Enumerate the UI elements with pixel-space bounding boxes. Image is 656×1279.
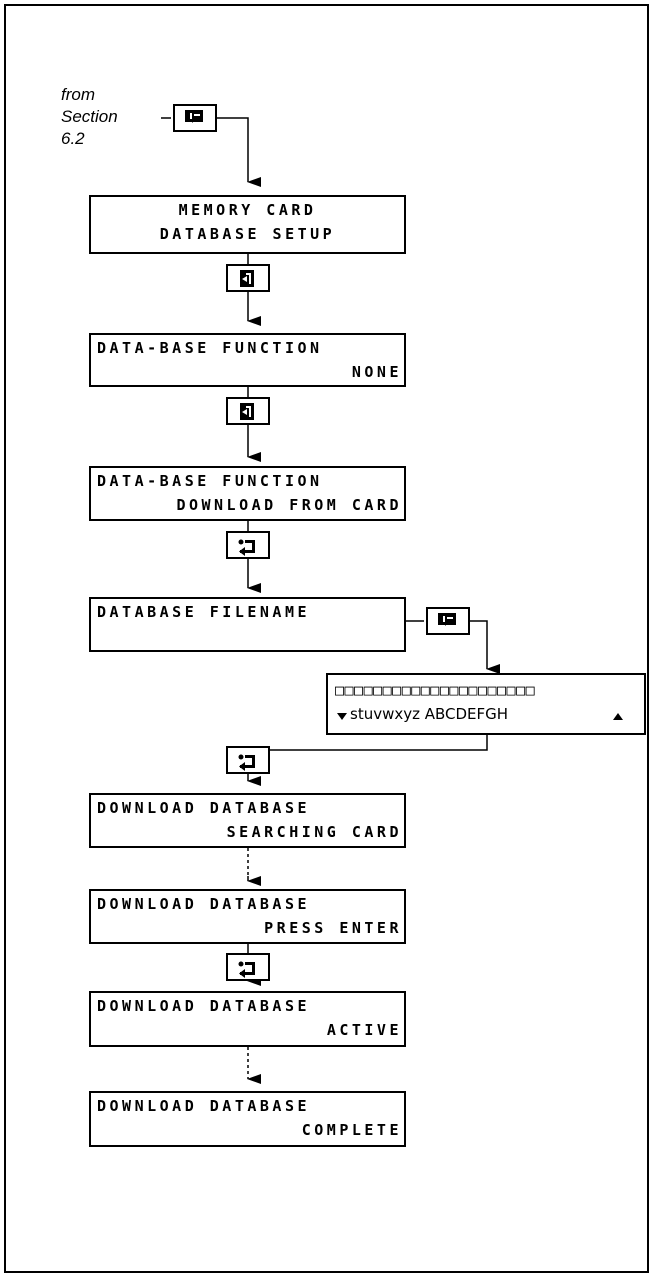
lcd-memory-card: MEMORY CARD DATABASE SETUP — [89, 195, 406, 254]
lcd-line-1: MEMORY CARD — [178, 201, 317, 219]
scroll-up-icon[interactable] — [613, 713, 623, 721]
lcd-active: DOWNLOAD DATABASE ACTIVE — [89, 991, 406, 1047]
section-note: from Section 6.2 — [61, 84, 118, 150]
arrow-to-searching — [247, 735, 488, 786]
enter-key-button[interactable] — [226, 531, 270, 559]
lcd-character-entry: □□□□□□□□□□□□□□□□□□□□□ stuvwxyz ABCDEFGH — [326, 673, 646, 735]
enter-key-button[interactable] — [226, 953, 270, 981]
edit-key-button[interactable] — [173, 104, 217, 132]
lcd-complete: DOWNLOAD DATABASE COMPLETE — [89, 1091, 406, 1147]
lcd-line-1: DOWNLOAD DATABASE — [97, 895, 311, 913]
lcd-press-enter: DOWNLOAD DATABASE PRESS ENTER — [89, 889, 406, 944]
note-line-2: Section — [61, 107, 118, 126]
lcd-line-1: DATA-BASE FUNCTION — [97, 472, 323, 490]
lcd-filename: DATABASE FILENAME — [89, 597, 406, 652]
lcd-line-2: ACTIVE — [326, 1021, 402, 1039]
lcd-line-1: DOWNLOAD DATABASE — [97, 799, 311, 817]
note-line-3: 6.2 — [61, 129, 85, 148]
next-key-button[interactable] — [226, 264, 270, 292]
lcd-line-2: PRESS ENTER — [264, 919, 402, 937]
edit-key-button[interactable] — [426, 607, 470, 635]
next-key-icon — [240, 403, 254, 420]
lcd-line-1: DOWNLOAD DATABASE — [97, 1097, 311, 1115]
lcd-searching-card: DOWNLOAD DATABASE SEARCHING CARD — [89, 793, 406, 848]
lcd-line-2: DOWNLOAD FROM CARD — [176, 496, 402, 514]
arrow-to-keyboard — [470, 620, 500, 674]
lcd-download-from-card: DATA-BASE FUNCTION DOWNLOAD FROM CARD — [89, 466, 406, 521]
lcd-line-2: SEARCHING CARD — [226, 823, 402, 841]
lcd-function-none: DATA-BASE FUNCTION NONE — [89, 333, 406, 387]
enter-key-icon — [238, 754, 255, 771]
next-key-icon — [240, 270, 254, 287]
edit-key-icon — [185, 110, 203, 123]
character-slots: □□□□□□□□□□□□□□□□□□□□□ — [335, 681, 536, 699]
lcd-line-2: NONE — [351, 363, 402, 381]
next-key-button[interactable] — [226, 397, 270, 425]
enter-key-icon — [238, 539, 255, 556]
lcd-line-2: DATABASE SETUP — [159, 225, 336, 243]
character-set: stuvwxyz ABCDEFGH — [350, 705, 509, 723]
lcd-line-1: DATA-BASE FUNCTION — [97, 339, 323, 357]
edit-key-icon — [438, 613, 456, 626]
note-line-1: from — [61, 85, 95, 104]
lcd-line-2: COMPLETE — [301, 1121, 402, 1139]
arrow-to-memory-card — [217, 117, 261, 187]
enter-key-button[interactable] — [226, 746, 270, 774]
lcd-line-1: DATABASE FILENAME — [97, 603, 311, 621]
enter-key-icon — [238, 961, 255, 978]
scroll-down-icon[interactable] — [337, 713, 347, 721]
lcd-line-1: DOWNLOAD DATABASE — [97, 997, 311, 1015]
